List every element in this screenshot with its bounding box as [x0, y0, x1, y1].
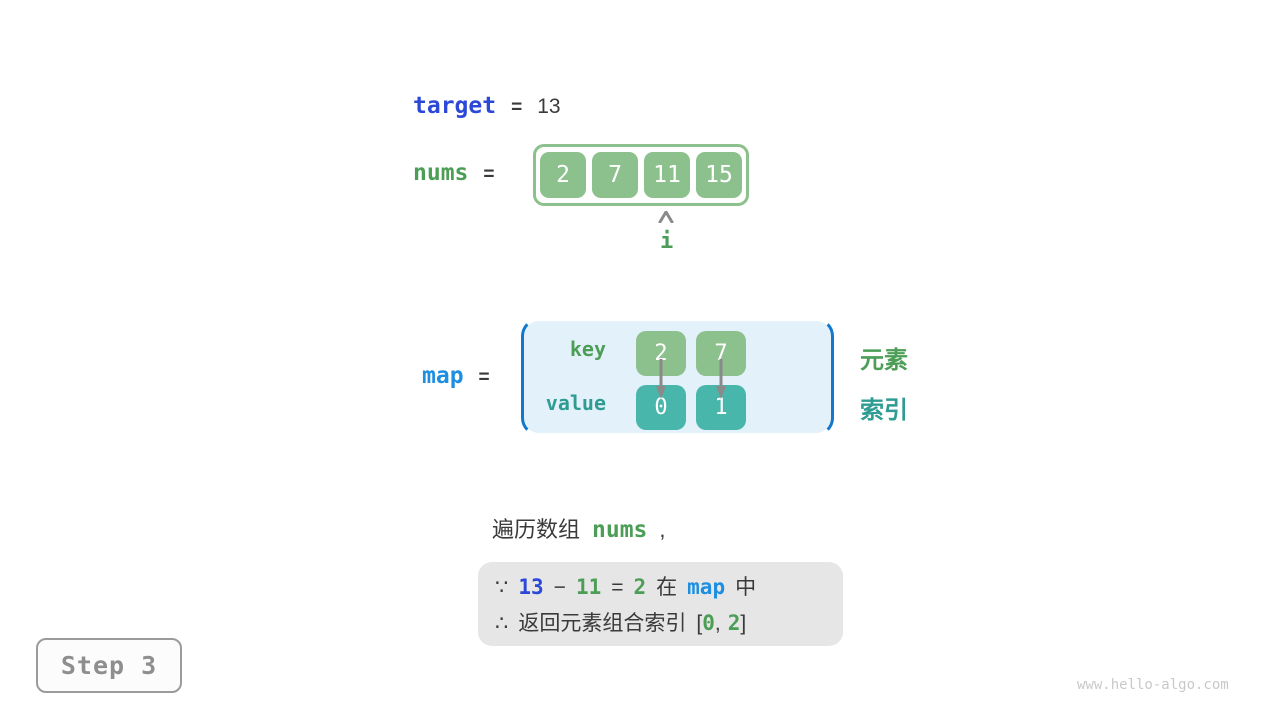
watermark: www.hello-algo.com [1077, 677, 1229, 693]
current-element: 11 [575, 575, 602, 599]
target-value: 13 [518, 575, 544, 599]
array-cell: 11 [644, 152, 690, 198]
in-text: 在 [656, 576, 678, 599]
caption-nums-keyword: nums [592, 517, 648, 543]
conclusion-line-1: ∵ 13 − 11 = 2 在 map 中 [495, 571, 843, 601]
therefore-symbol: ∴ [495, 612, 509, 635]
map-value-cell: 0 [636, 385, 686, 430]
caret-up-icon [658, 210, 674, 224]
index-second: 2 [727, 611, 741, 635]
return-text: 返回元素组合索引 [518, 612, 687, 635]
array-cell: 2 [540, 152, 586, 198]
nums-keyword: nums [413, 160, 469, 186]
arrow-down-icon [655, 357, 667, 401]
element-annotation: 元素 [860, 347, 908, 374]
result-indices: [ 0 , 2 ] [696, 611, 746, 636]
within-text: 中 [735, 576, 757, 599]
equals-sign: = [611, 576, 624, 599]
array-cell: 7 [592, 152, 638, 198]
open-bracket: [ [696, 612, 703, 635]
conclusion-line-2: ∴ 返回元素组合索引 [ 0 , 2 ] [495, 607, 843, 637]
close-bracket: ] [740, 612, 747, 635]
index-first: 0 [702, 611, 715, 635]
map-keyword: map [422, 363, 464, 389]
target-value: 13 [537, 95, 561, 118]
conclusion-box: ∵ 13 − 11 = 2 在 map 中 ∴ 返回元素组合索引 [ 0 , 2… [478, 562, 843, 646]
caption-line: 遍历数组 nums , [492, 512, 666, 544]
index-annotation: 索引 [860, 397, 908, 424]
map-value-cell: 1 [696, 385, 746, 430]
map-line-label: map = [422, 363, 505, 389]
map-container: key value 2 7 0 1 [521, 318, 834, 436]
pointer-label: i [660, 229, 674, 254]
equals-sign: = [478, 367, 490, 388]
minus-sign: − [553, 576, 566, 599]
map-key-row-label: key [569, 337, 606, 361]
target-keyword: target [413, 93, 497, 119]
nums-line-label: nums = [413, 160, 510, 186]
equals-sign: = [483, 164, 495, 185]
nums-array: 2 7 11 15 [533, 144, 749, 206]
array-cell: 15 [696, 152, 742, 198]
comma: , [714, 612, 721, 635]
caption-text: 遍历数组 [492, 517, 581, 542]
map-value-row-label: value [545, 391, 606, 415]
map-keyword: map [687, 575, 726, 599]
target-line: target = 13 [413, 93, 561, 119]
caption-comma: , [659, 517, 666, 542]
step-badge: Step 3 [36, 638, 182, 693]
complement-value: 2 [633, 575, 647, 599]
because-symbol: ∵ [495, 576, 509, 599]
arrow-down-icon [715, 357, 727, 401]
equals-sign: = [511, 97, 523, 118]
